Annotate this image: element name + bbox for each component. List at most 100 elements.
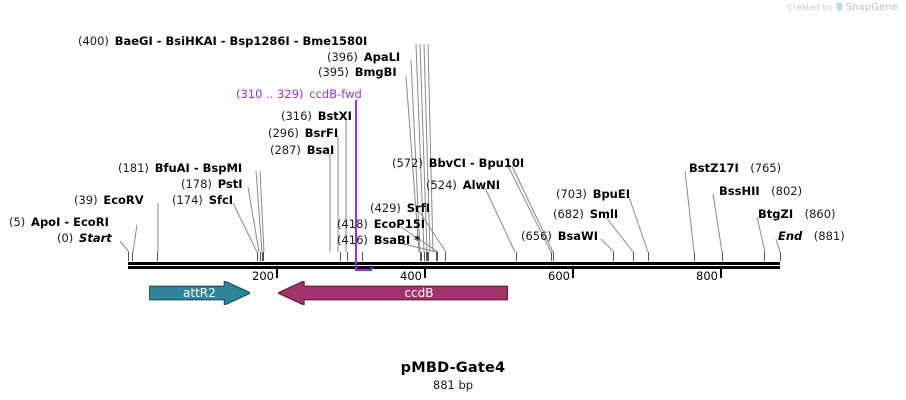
enzyme-label-baegi-group[interactable]: (400) BaeGI - BsiHKAI - Bsp1286I - Bme15… — [78, 35, 367, 47]
enzyme-position: (178) — [181, 177, 212, 191]
restriction-site-tick — [764, 252, 765, 261]
enzyme-name: BstZ17I — [689, 161, 739, 175]
enzyme-position: (174) — [172, 193, 203, 207]
enzyme-label-end[interactable]: End (881) — [778, 230, 845, 242]
enzyme-label-bsabi[interactable]: (416) BsaBI * — [337, 234, 420, 246]
restriction-site-tick — [260, 252, 261, 261]
primer-range: (310 .. 329) — [236, 87, 304, 101]
enzyme-label-bmgbi[interactable]: (395) BmgBI — [318, 66, 397, 78]
enzyme-name: BsaWI — [557, 229, 599, 243]
enzyme-label-btgzi[interactable]: BtgZI (860) — [758, 208, 836, 220]
leader-line — [119, 240, 130, 253]
enzyme-label-ecorv[interactable]: (39) EcoRV — [74, 194, 144, 206]
enzyme-label-bsawi[interactable]: (656) BsaWI — [521, 230, 598, 242]
enzyme-label-apali[interactable]: (396) ApaLI — [327, 51, 400, 63]
restriction-site-tick — [553, 252, 554, 261]
enzyme-name: SrfI — [406, 201, 430, 215]
backbone-strand-bottom — [128, 266, 780, 269]
enzyme-label-start[interactable]: (0) Start — [57, 232, 112, 244]
enzyme-name: EcoP15I — [373, 217, 425, 231]
enzyme-name: BmgBI — [354, 65, 397, 79]
enzyme-name: EcoRV — [103, 193, 144, 207]
enzyme-name: SfcI — [208, 193, 234, 207]
enzyme-position: (5) — [9, 215, 26, 229]
enzyme-name: BpuEI — [592, 187, 631, 201]
enzyme-position: (860) — [804, 207, 836, 221]
ruler-label-400: 400 — [400, 269, 422, 283]
enzyme-position: (0) — [57, 231, 74, 245]
enzyme-position: (416) — [337, 233, 368, 247]
enzyme-label-bsrfi[interactable]: (296) BsrFI — [268, 127, 338, 139]
plasmid-size: 881 bp — [432, 378, 474, 392]
leader-line — [132, 224, 138, 253]
restriction-site-tick — [128, 252, 129, 261]
restriction-site-tick — [613, 252, 614, 261]
enzyme-label-ecop15i[interactable]: (418) EcoP15I — [337, 218, 425, 230]
enzyme-label-psti[interactable]: (178) PstI — [181, 178, 243, 190]
restriction-site-tick — [427, 252, 428, 261]
enzyme-label-smli[interactable]: (682) SmlI — [553, 208, 618, 220]
enzyme-label-sfci[interactable]: (174) SfcI — [172, 194, 233, 206]
restriction-site-tick — [420, 252, 421, 261]
enzyme-label-bfuai-bspmi[interactable]: (181) BfuAI - BspMI — [118, 162, 242, 174]
leader-line — [756, 216, 766, 253]
leader-line — [628, 196, 649, 253]
ruler-tick — [572, 269, 574, 278]
restriction-site-tick — [780, 252, 781, 261]
restriction-site-tick — [421, 252, 422, 261]
enzyme-position: (703) — [556, 187, 587, 201]
enzyme-name: BaeGI - BsiHKAI - Bsp1286I - Bme1580I — [114, 34, 368, 48]
enzyme-label-alwni[interactable]: (524) AlwNI — [426, 179, 500, 191]
primer-name: ccdB-fwd — [309, 87, 362, 101]
primer-bracket-bar — [355, 269, 372, 271]
leader-line — [255, 170, 263, 253]
enzyme-label-bsai[interactable]: (287) BsaI — [270, 144, 334, 156]
snapgene-watermark: Created by SnapGene — [788, 2, 898, 13]
enzyme-label-bpuei[interactable]: (703) BpuEI — [556, 188, 630, 200]
leader-line — [600, 238, 615, 253]
enzyme-position: (287) — [270, 143, 301, 157]
watermark-created-by: Created by — [787, 3, 833, 12]
enzyme-position: (418) — [337, 217, 368, 231]
primer-label-ccdb-fwd[interactable]: (310 .. 329) ccdB-fwd — [236, 88, 362, 100]
enzyme-label-bsshii[interactable]: BssHII (802) — [719, 185, 802, 197]
watermark-brand: SnapGene — [845, 2, 898, 13]
enzyme-label-bstz17i[interactable]: BstZ17I (765) — [689, 162, 781, 174]
enzyme-name: Start — [79, 231, 112, 245]
restriction-site-tick — [648, 252, 649, 261]
enzyme-position: (39) — [74, 193, 98, 207]
enzyme-name: BsaBI * — [373, 233, 421, 247]
restriction-site-tick — [428, 252, 429, 261]
enzyme-label-bbvci-bpu10i[interactable]: (572) BbvCI - Bpu10I — [392, 157, 524, 169]
feature-attR2[interactable]: attR2 — [148, 281, 251, 305]
enzyme-position: (429) — [370, 201, 401, 215]
enzyme-position: (572) — [392, 156, 423, 170]
restriction-site-tick — [262, 252, 263, 261]
enzyme-name: BbvCI - Bpu10I — [428, 156, 525, 170]
leader-line — [605, 216, 634, 253]
enzyme-name: End — [778, 229, 803, 243]
enzyme-position: (802) — [771, 184, 803, 198]
enzyme-position: (881) — [813, 229, 845, 243]
restriction-site-tick — [347, 252, 348, 261]
map-title-block: pMBD-Gate4 881 bp — [0, 360, 906, 392]
enzyme-name: BfuAI - BspMI — [154, 161, 243, 175]
enzyme-position: (296) — [268, 126, 299, 140]
restriction-site-tick — [263, 252, 264, 261]
feature-ccdB[interactable]: ccdB — [278, 281, 508, 305]
restriction-site-tick — [426, 252, 427, 261]
leader-line — [247, 186, 260, 253]
enzyme-name: AlwNI — [462, 178, 501, 192]
leader-line — [712, 193, 723, 253]
enzyme-name: BstXI — [317, 109, 352, 123]
enzyme-label-bstxi[interactable]: (316) BstXI — [281, 110, 352, 122]
enzyme-position: (524) — [426, 178, 457, 192]
enzyme-name: PstI — [217, 177, 243, 191]
enzyme-label-apoi-ecori[interactable]: (5) ApoI - EcoRI — [9, 216, 109, 228]
restriction-site-tick — [445, 252, 446, 261]
ruler-label-800: 800 — [696, 269, 718, 283]
restriction-site-tick — [437, 252, 438, 261]
restriction-site-tick — [340, 252, 341, 261]
ruler-tick — [276, 269, 278, 278]
enzyme-label-srfi[interactable]: (429) SrfI — [370, 202, 430, 214]
